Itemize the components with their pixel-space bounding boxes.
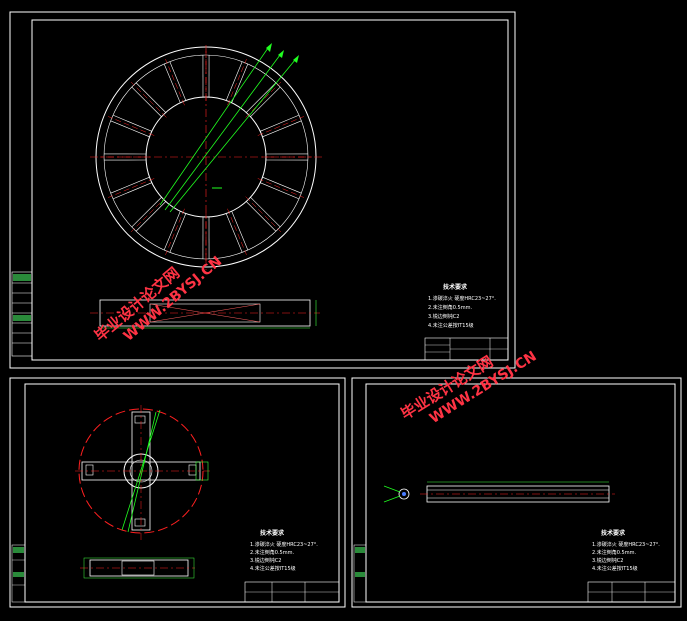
ring-section-view [90,299,320,329]
ring-slot-edge [135,82,166,113]
shaft-view [383,481,615,503]
ring-slot-centerline [165,58,185,106]
bl-side-strip [11,544,26,603]
br-note-4: 4.未注公差按IT15级 [592,565,638,572]
br-note-2: 2.未注倒角0.5mm. [592,549,636,556]
ring-slot-edge [250,197,281,228]
br-side-strip [353,544,367,603]
ring-slot-centerline [107,178,155,198]
br-notes-title: 技术要求 [601,529,626,537]
ring-slot-edge [262,176,302,194]
br-tech-notes: 技术要求 1.渗碳淬火 硬度HRC23~27°. 2.未注倒角0.5mm. 3.… [592,529,660,572]
ring-slot-edge [169,213,187,253]
ring-slot-edge [246,82,277,113]
top-note-1: 1.渗碳淬火 硬度HRC23~27°. [428,295,496,302]
bottom-right-sheet: 技术要求 1.渗碳淬火 硬度HRC23~27°. 2.未注倒角0.5mm. 3.… [351,377,682,608]
ring-slot-edge [135,201,166,232]
top-notes-title: 技术要求 [443,283,468,291]
ring-slot-edge [112,114,152,132]
bl-notes-title: 技术要求 [260,529,285,537]
top-note-4: 4.未注公差按IT15级 [428,322,474,329]
ring-slot-edge [231,211,249,251]
top-note-3: 3.锐边倒钝C2 [428,313,459,320]
cross-part-view [75,405,210,540]
top-title-block [424,337,509,361]
ring-slot-centerline [245,81,282,118]
ring-slot-centerline [130,81,167,118]
br-title-block [587,581,676,603]
ring-slot-centerline [130,196,167,233]
top-tech-notes: 技术要求 1.渗碳淬火 硬度HRC23~27°. 2.未注倒角0.5mm. 3.… [428,283,496,329]
ring-slot-centerline [257,116,305,136]
br-note-1: 1.渗碳淬火 硬度HRC23~27°. [592,541,660,548]
ring-slot-edge [250,86,281,117]
cross-section-view [80,557,195,579]
ring-slot-edge [131,86,162,117]
bottom-left-sheet: 技术要求 1.渗碳淬火 硬度HRC23~27°. 2.未注倒角0.5mm. 3.… [9,377,346,608]
ring-slot-centerline [107,116,155,136]
bl-title-block [244,581,340,603]
ring-slot-edge [163,211,181,251]
ring-slot-centerline [245,196,282,233]
ring-slot-centerline [257,178,305,198]
ring-slot-edge [163,63,181,103]
ring-slot-centerline [227,208,247,256]
ring-slot-edge [169,61,187,101]
bl-note-2: 2.未注倒角0.5mm. [250,549,294,556]
ring-slot-edge [262,120,302,138]
ring-slot-edge [225,213,243,253]
ring-slot-centerline [227,58,247,106]
ring-slot-edge [260,182,300,200]
bl-note-4: 4.未注公差按IT15级 [250,565,296,572]
bl-tech-notes: 技术要求 1.渗碳淬火 硬度HRC23~27°. 2.未注倒角0.5mm. 3.… [250,529,318,572]
ring-part-view [90,43,325,270]
ring-slot-edge [110,120,150,138]
top-note-2: 2.未注倒角0.5mm. [428,304,472,311]
bl-note-3: 3.锐边倒钝C2 [250,557,281,564]
ring-slot-edge [131,197,162,228]
ring-slot-centerline [165,208,185,256]
watermark-right: 毕业设计论文网 WWW.2BYSJ.CN [398,348,540,427]
ring-slot-edge [260,114,300,132]
br-note-3: 3.锐边倒钝C2 [592,557,623,564]
ring-slot-edge [246,201,277,232]
ring-slot-edge [112,182,152,200]
top-sheet: 技术要求 1.渗碳淬火 硬度HRC23~27°. 2.未注倒角0.5mm. 3.… [9,11,516,369]
ring-slot-edge [110,176,150,194]
bl-note-1: 1.渗碳淬火 硬度HRC23~27°. [250,541,318,548]
ring-slot-edge [225,61,243,101]
top-side-strip [11,271,33,357]
